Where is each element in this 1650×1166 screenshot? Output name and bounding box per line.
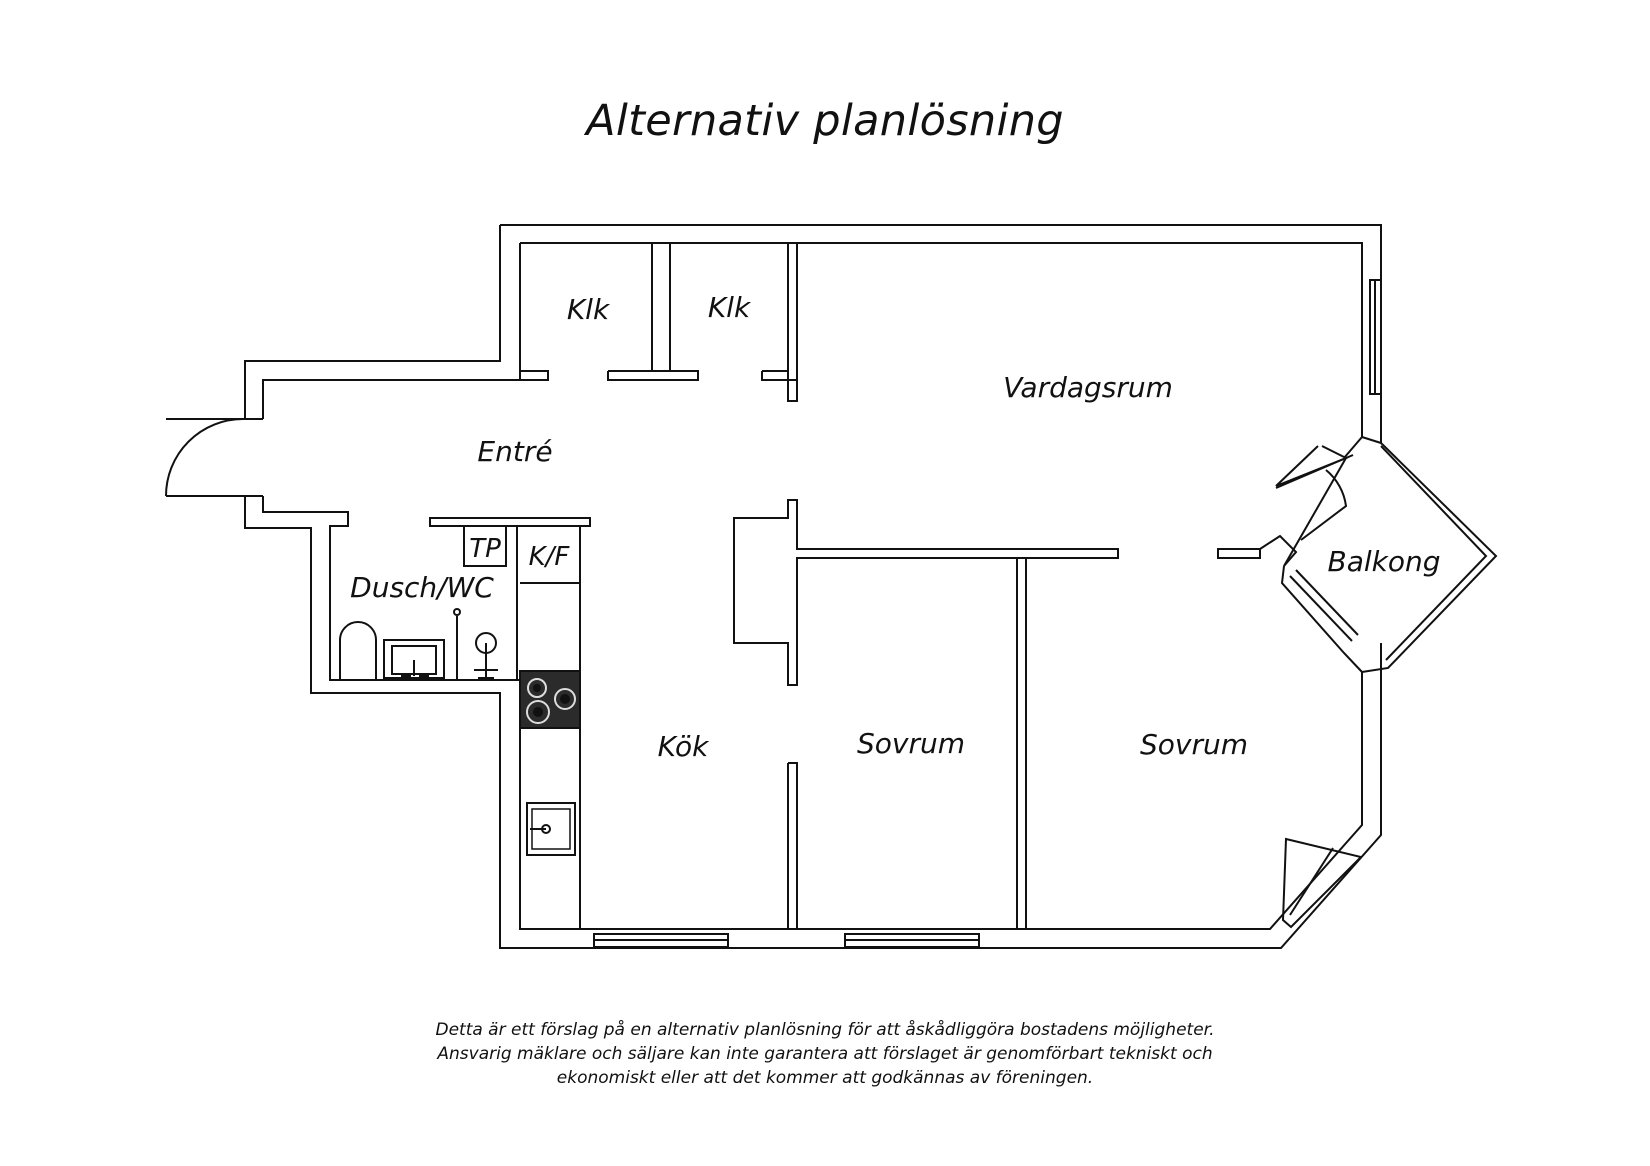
windows [593, 279, 1382, 948]
label-klk-1: Klk [567, 293, 611, 326]
label-kok: Kök [658, 730, 710, 763]
label-dusch-wc: Dusch/WC [350, 571, 494, 604]
label-tp: TP [469, 534, 501, 564]
entrance-door [165, 418, 245, 497]
label-vardagsrum: Vardagsrum [1003, 371, 1173, 404]
kitchen-counter [520, 525, 581, 929]
plan-title: Alternativ planlösning [586, 96, 1064, 146]
kitchen-fixtures [519, 670, 581, 856]
bathroom-walls [429, 517, 591, 680]
toilet-icon [339, 621, 377, 681]
room-labels: Klk Klk Vardagsrum Entré TP K/F Dusch/WC… [350, 291, 1440, 763]
label-entre: Entré [477, 435, 552, 468]
bathroom-fixtures [339, 608, 498, 681]
label-klk-2: Klk [708, 291, 752, 324]
disclaimer: Detta är ett förslag på en alternativ pl… [0, 1018, 1650, 1090]
disclaimer-line: Detta är ett förslag på en alternativ pl… [435, 1020, 1215, 1040]
closet-walls [519, 242, 798, 402]
washbasin-icon [383, 639, 445, 679]
disclaimer-line: ekonomiskt eller att det kommer att godk… [556, 1068, 1094, 1088]
label-sovrum-1: Sovrum [857, 727, 965, 760]
label-kf: K/F [529, 542, 571, 572]
label-sovrum-2: Sovrum [1140, 728, 1248, 761]
label-balkong: Balkong [1327, 545, 1440, 578]
sink-icon [526, 802, 576, 856]
disclaimer-line: Ansvarig mäklare och säljare kan inte ga… [437, 1044, 1213, 1064]
interior-walls [733, 499, 1261, 929]
